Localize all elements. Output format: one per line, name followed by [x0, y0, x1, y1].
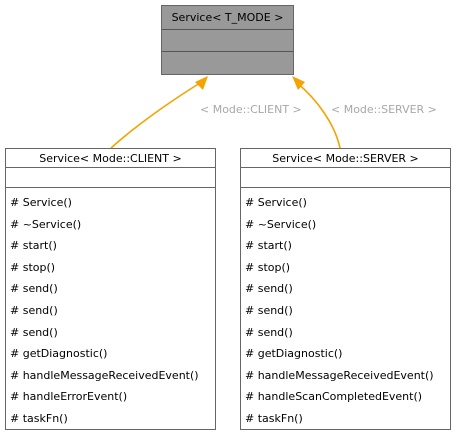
client-method: # send() [10, 303, 58, 317]
client-method: # getDiagnostic() [10, 347, 108, 361]
client-inheritance-edge [110, 79, 206, 149]
base-class-methods [162, 52, 293, 74]
server-method: # stop() [245, 260, 291, 274]
client-method: # send() [10, 282, 58, 296]
client-method: # handleMessageReceivedEvent() [10, 368, 199, 382]
client-method: # ~Service() [10, 217, 82, 231]
client-edge-label: < Mode::CLIENT > [200, 103, 302, 116]
client-method: # stop() [10, 260, 56, 274]
client-method: # handleErrorEvent() [10, 390, 128, 404]
client-method: # taskFn() [10, 411, 68, 425]
server-method: # handleMessageReceivedEvent() [245, 368, 434, 382]
server-class-attributes [241, 168, 450, 188]
client-method: # start() [10, 239, 57, 253]
client-class-attributes [6, 168, 215, 188]
client-class-title: Service< Mode::CLIENT > [6, 149, 215, 168]
server-method: # handleScanCompletedEvent() [245, 390, 423, 404]
client-class-box[interactable]: Service< Mode::CLIENT > # Service() # ~S… [5, 148, 216, 430]
base-class-attributes [162, 30, 293, 52]
server-method: # send() [245, 303, 293, 317]
client-arrowhead [195, 76, 208, 90]
base-class-title: Service< T_MODE > [162, 6, 293, 30]
server-edge-label: < Mode::SERVER > [331, 103, 437, 116]
server-method: # start() [245, 239, 292, 253]
server-method: # taskFn() [245, 411, 303, 425]
server-inheritance-edge [295, 81, 341, 149]
client-method: # send() [10, 325, 58, 339]
base-class-box[interactable]: Service< T_MODE > [161, 5, 294, 75]
server-method: # send() [245, 282, 293, 296]
server-method: # Service() [245, 196, 307, 209]
server-method: # send() [245, 325, 293, 339]
server-method: # getDiagnostic() [245, 347, 343, 361]
server-arrowhead [292, 76, 305, 90]
server-class-methods: # Service() # ~Service() # start() # sto… [241, 188, 450, 433]
server-method: # ~Service() [245, 217, 317, 231]
server-class-box[interactable]: Service< Mode::SERVER > # Service() # ~S… [240, 148, 451, 430]
client-method: # Service() [10, 196, 72, 209]
client-class-methods: # Service() # ~Service() # start() # sto… [6, 188, 215, 433]
server-class-title: Service< Mode::SERVER > [241, 149, 450, 168]
